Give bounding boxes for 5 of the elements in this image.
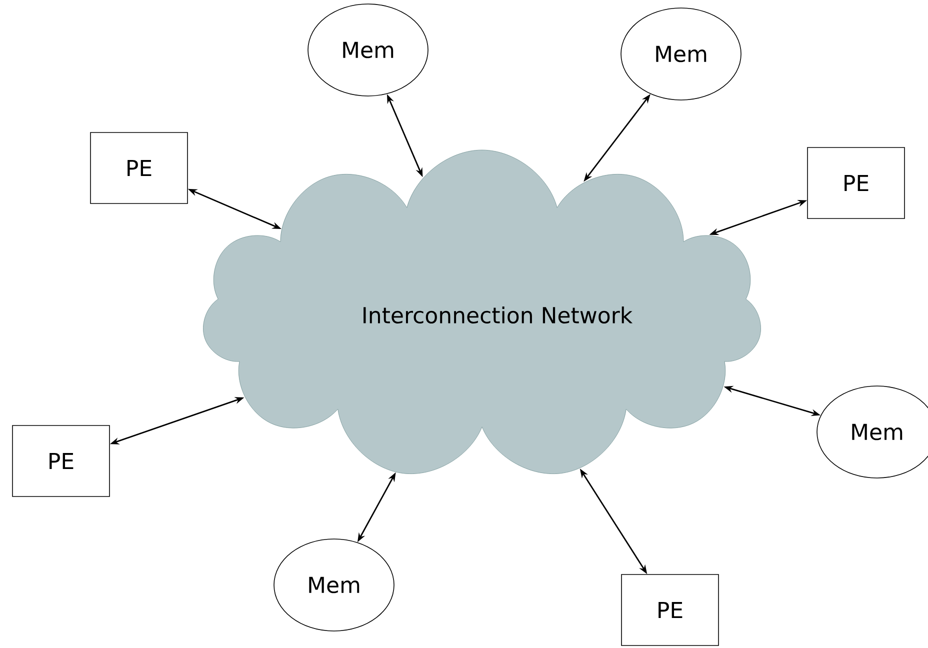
pe-box: PE (621, 574, 719, 646)
network-cloud: Interconnection Network (203, 150, 761, 474)
pe-box: PE (90, 132, 188, 204)
pe-box: PE (12, 425, 110, 497)
pe-box: PE (807, 147, 905, 219)
